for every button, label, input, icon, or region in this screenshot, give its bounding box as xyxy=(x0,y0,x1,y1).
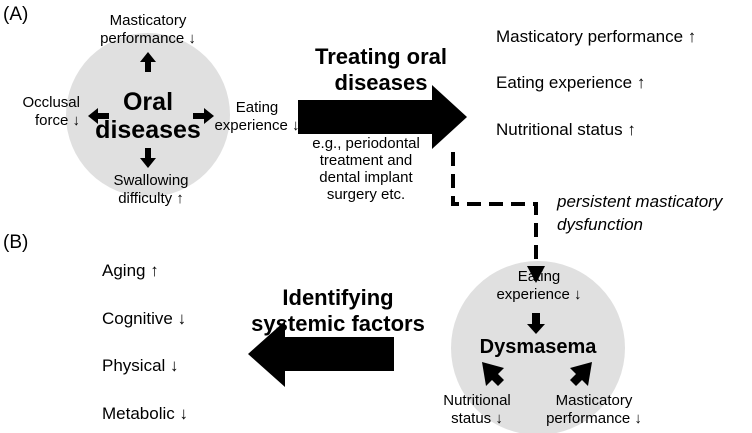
dys-arrow-upright-icon xyxy=(482,362,504,386)
treating-examples: e.g., periodontal treatment and dental i… xyxy=(312,135,420,203)
persistent-dysfunction-label: persistent masticatory dysfunction xyxy=(557,192,723,234)
input-nutritional-status: Nutritional status ↓ xyxy=(443,392,511,427)
effect-occlusal-force: Occlusal force ↓ xyxy=(22,94,80,129)
dysmasema-title: Dysmasema xyxy=(479,336,597,358)
treating-title: Treating oral diseases xyxy=(314,44,448,95)
arrow-right-icon xyxy=(193,108,214,124)
dysmasema-circle xyxy=(451,261,625,433)
dashed-connector xyxy=(451,152,538,262)
treat-arrow-icon xyxy=(298,85,467,149)
outcome-nutritional: Nutritional status ↑ xyxy=(496,120,636,139)
dys-arrow-upleft-icon xyxy=(570,362,592,386)
panel-b-label: (B) xyxy=(3,232,29,253)
effect-eating-experience: Eating experience ↓ xyxy=(214,99,300,134)
dashed-arrow-head-icon xyxy=(527,266,545,283)
identify-arrow-icon xyxy=(248,321,394,387)
identifying-title: Identifying systemic factors xyxy=(251,285,425,336)
effect-masticatory-performance: Masticatory performance ↓ xyxy=(100,12,196,47)
arrow-up-icon xyxy=(140,52,156,72)
factor-aging: Aging ↑ xyxy=(102,261,159,280)
factor-cognitive: Cognitive ↓ xyxy=(102,309,187,328)
outcome-eating: Eating experience ↑ xyxy=(496,73,646,92)
arrow-down-icon xyxy=(140,148,156,168)
input-eating-experience: Eating experience ↓ xyxy=(496,268,582,303)
outcome-masticatory: Masticatory performance ↑ xyxy=(496,27,697,46)
arrow-left-icon xyxy=(88,108,109,124)
input-masticatory-performance: Masticatory performance ↓ xyxy=(546,392,642,427)
oral-diseases-circle xyxy=(66,33,230,197)
effect-swallowing-difficulty: Swallowing difficulty ↑ xyxy=(113,172,189,207)
factor-metabolic: Metabolic ↓ xyxy=(102,404,188,423)
dys-arrow-down-icon xyxy=(527,313,545,334)
oral-diseases-title: Oral diseases xyxy=(95,88,201,144)
factor-physical: Physical ↓ xyxy=(102,356,179,375)
panel-a-label: (A) xyxy=(3,4,29,25)
